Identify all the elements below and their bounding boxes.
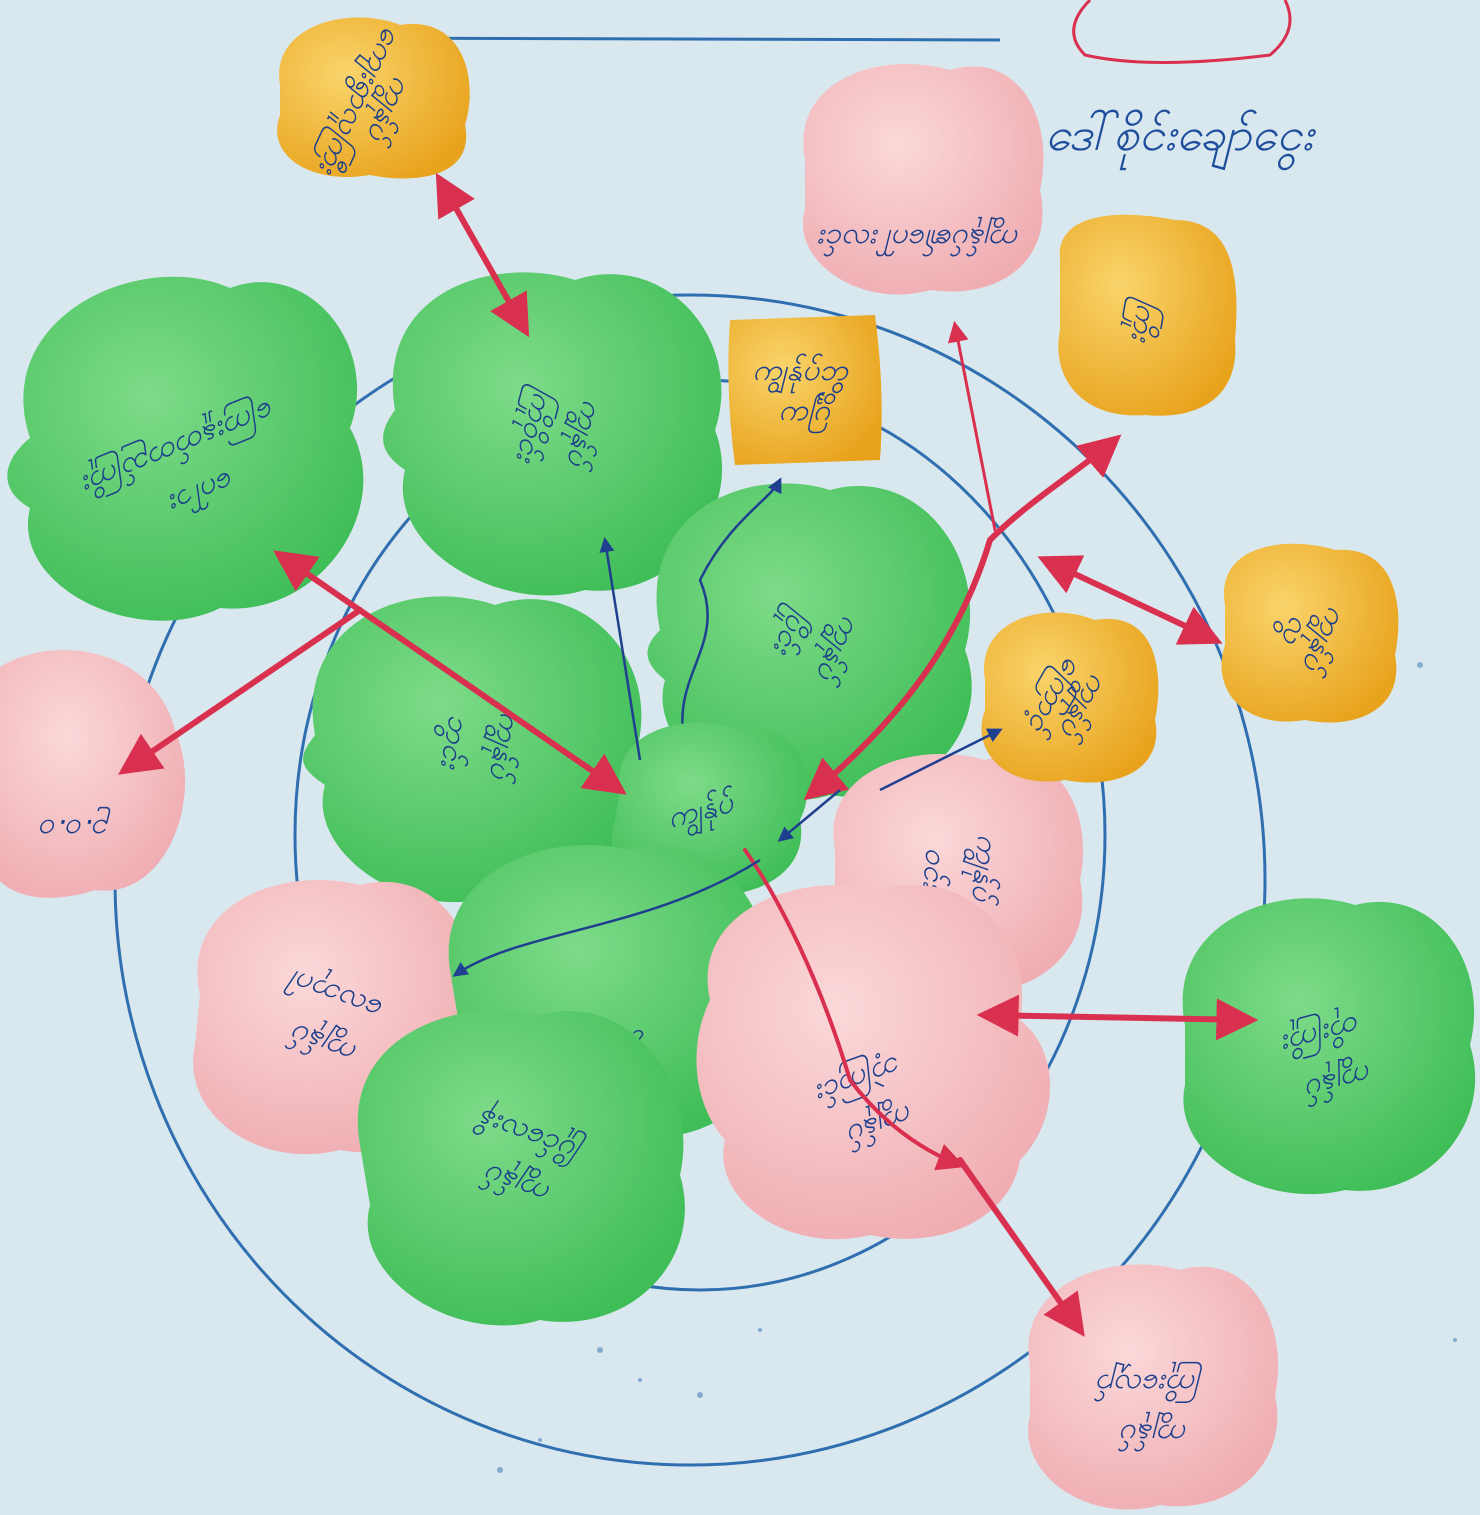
svg-text:ကျွန်ုပ် ကြိုးလျှော်: ကျွန်ုပ် ကြိုးလျှော်: [1093, 1361, 1202, 1452]
speckles: [497, 662, 1457, 1473]
note-bottom-pink-pair: ကျွန်ုပ် ဘဲ့ကြင်း: [696, 884, 1050, 1240]
note-bottom-right-pink: ကျွန်ုပ် ကြိုးလျှော်: [1028, 1264, 1279, 1510]
note-line: ဝင်း: [915, 846, 954, 892]
note-line: ကင်္ဂြိ: [778, 392, 836, 434]
red-arrows: [118, 172, 1259, 1337]
top-right-label: ဒေါ်စိုင်းချော်ငွေး: [1045, 107, 1317, 171]
note-right-small-yellow: ကျွန်ုပ် ကြောင့်: [981, 612, 1159, 783]
svg-text:ဥ.ဝ.ဝ: ဥ.ဝ.ဝ: [39, 806, 111, 847]
note-top-yellow-square: ကျွန်ုပ်ဘွ ကင်္ဂြိ: [728, 315, 882, 465]
arrow-center-down: [743, 848, 966, 1171]
arrow-blue-up: [599, 537, 642, 761]
note-line: ကျွန်ုပ်၏ဂေါ်းလင်း: [817, 216, 1020, 257]
note-far-left-green: ဂေါ်ား ကြေးနှုတ်တည်ကြိုး: [7, 276, 364, 621]
note-top-left-yellow: ကျွန်ုပ် ကျေးရွာလူကြီး: [277, 17, 470, 182]
arrow-top-yellow: [435, 172, 530, 338]
arrow-center-up: [803, 434, 1122, 801]
arrow-to-right-yellow: [1037, 555, 1223, 645]
arrow-to-bottom-right: [957, 1157, 1085, 1337]
note-upper-green: ကျွန်ုပ် ကြိုဝိုင်း: [383, 272, 723, 596]
note-top-right-pink: ကျွန်ုပ်၏ဂေါ်းလင်း: [802, 64, 1044, 295]
note-line: ကြိုးလျှော်: [1093, 1361, 1202, 1403]
svg-text:ကျွန်ုပ်၏ဂေါ်းလင်း: ကျွန်ုပ်၏ဂေါ်းလင်း: [817, 216, 1020, 257]
note-right-green: ကျွန်ုပ် တိုးကြိုး: [1182, 898, 1476, 1195]
arrow-to-right-green: [976, 994, 1259, 1041]
note-left-pink: ဥ.ဝ.ဝ: [0, 650, 185, 898]
note-bottom-green: ကျွန်ုပ် ပြိုင်လေးနိ: [357, 1010, 685, 1326]
blue-arrows: [452, 537, 1003, 977]
note-line: ကျွန်ုပ်: [1117, 1411, 1188, 1452]
note-line: ကျွန်ုပ်ဘွ: [752, 353, 849, 394]
arrow-blue-down-left: [452, 858, 761, 977]
arrow-left-diagonal: [273, 550, 627, 795]
arrow-to-top-pink: [947, 320, 997, 532]
note-line: ဥ.ဝ.ဝ: [39, 806, 111, 847]
note-far-right-yellow: ကျွန်ုပ် လွ: [1221, 543, 1399, 723]
svg-text:ကျွန်ုပ်ဘွ ကင်္ဂြိ: ကျွန်ုပ်ဘွ ကင်္ဂြိ: [752, 353, 857, 434]
arrow-left-pink: [118, 607, 363, 775]
arrow-blue-to-center: [777, 789, 841, 842]
arrow-blue-right: [879, 728, 1003, 792]
note-right-yellow-tall: ကြိုး: [1058, 214, 1237, 416]
